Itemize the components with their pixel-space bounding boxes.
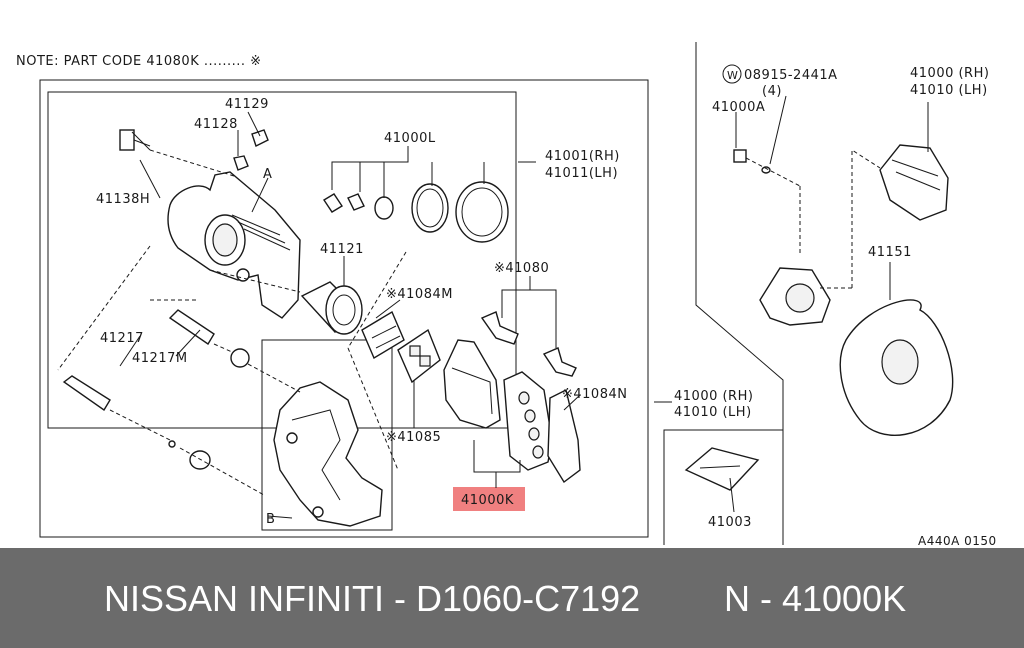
label-41000-rh-mid: 41000 (RH) <box>674 389 753 404</box>
label-w: W <box>727 69 738 82</box>
seal-kit-41000l <box>323 181 509 243</box>
leader-lines <box>119 95 929 519</box>
label-41000k: 41000K <box>461 493 514 508</box>
label-41080: ※41080 <box>494 261 549 276</box>
brake-pads-41000k <box>443 339 553 471</box>
label-qty-4: (4) <box>762 84 782 99</box>
bolt-41000a <box>733 149 771 174</box>
label-41011-lh: 41011(LH) <box>545 166 618 181</box>
bolt-41138h <box>119 129 151 151</box>
caliper-body <box>167 171 301 319</box>
outer-frame <box>39 79 649 538</box>
boots <box>189 348 250 470</box>
label-41084n: ※41084N <box>562 387 627 402</box>
label-a: A <box>263 167 272 182</box>
right-divider <box>695 42 784 545</box>
caliper-assembly-top <box>879 144 949 221</box>
part-code-note: NOTE: PART CODE 41080K ......... ※ <box>16 54 262 69</box>
highlight-box <box>453 487 525 511</box>
bleeder-41128 <box>233 155 249 171</box>
bracket-frame <box>261 339 393 531</box>
assembly-dashes <box>57 149 881 496</box>
footer-vehicle-code: NISSAN INFINITI - D1060-C7192 <box>104 578 641 619</box>
piston-41121 <box>300 281 363 335</box>
label-41121: 41121 <box>320 242 364 257</box>
label-08915: 08915-2441A <box>744 68 838 83</box>
label-41129: 41129 <box>225 97 269 112</box>
clips-41080 <box>480 311 577 377</box>
shim-41085 <box>397 328 441 384</box>
label-41000-rh-top: 41000 (RH) <box>910 66 989 81</box>
grease-pack-41003 <box>684 447 760 491</box>
label-41138h: 41138H <box>96 192 150 207</box>
shim-41084m <box>361 310 405 360</box>
label-b: B <box>266 512 275 527</box>
label-41010-lh-top: 41010 (LH) <box>910 83 988 98</box>
caliper-assembly-mid <box>759 267 831 326</box>
label-41084m: ※41084M <box>386 287 453 302</box>
label-41010-lh-mid: 41010 (LH) <box>674 405 752 420</box>
washer-symbol <box>722 64 742 84</box>
torque-member <box>273 381 383 527</box>
label-41000l: 41000L <box>384 131 436 146</box>
kit-frame <box>663 429 783 545</box>
shim-41084n <box>547 388 581 484</box>
label-41001-rh: 41001(RH) <box>545 149 620 164</box>
label-41151: 41151 <box>868 245 912 260</box>
parts-diagram: NOTE: PART CODE 41080K ......... ※ <box>16 42 997 548</box>
footer-banner: NISSAN INFINITI - D1060-C7192 N - 41000K <box>0 548 1024 648</box>
caliper-frame-corner <box>47 420 165 429</box>
label-41217m: 41217M <box>132 351 188 366</box>
cap-41129 <box>251 129 269 147</box>
label-41217: 41217 <box>100 331 144 346</box>
label-41000a: 41000A <box>712 100 765 115</box>
reference-code: A440A 0150 <box>918 534 997 548</box>
footer-part-number: N - 41000K <box>724 578 907 619</box>
label-41128: 41128 <box>194 117 238 132</box>
baffle-plate-41151 <box>839 299 954 436</box>
label-41085: ※41085 <box>386 430 441 445</box>
label-41003: 41003 <box>708 515 752 530</box>
